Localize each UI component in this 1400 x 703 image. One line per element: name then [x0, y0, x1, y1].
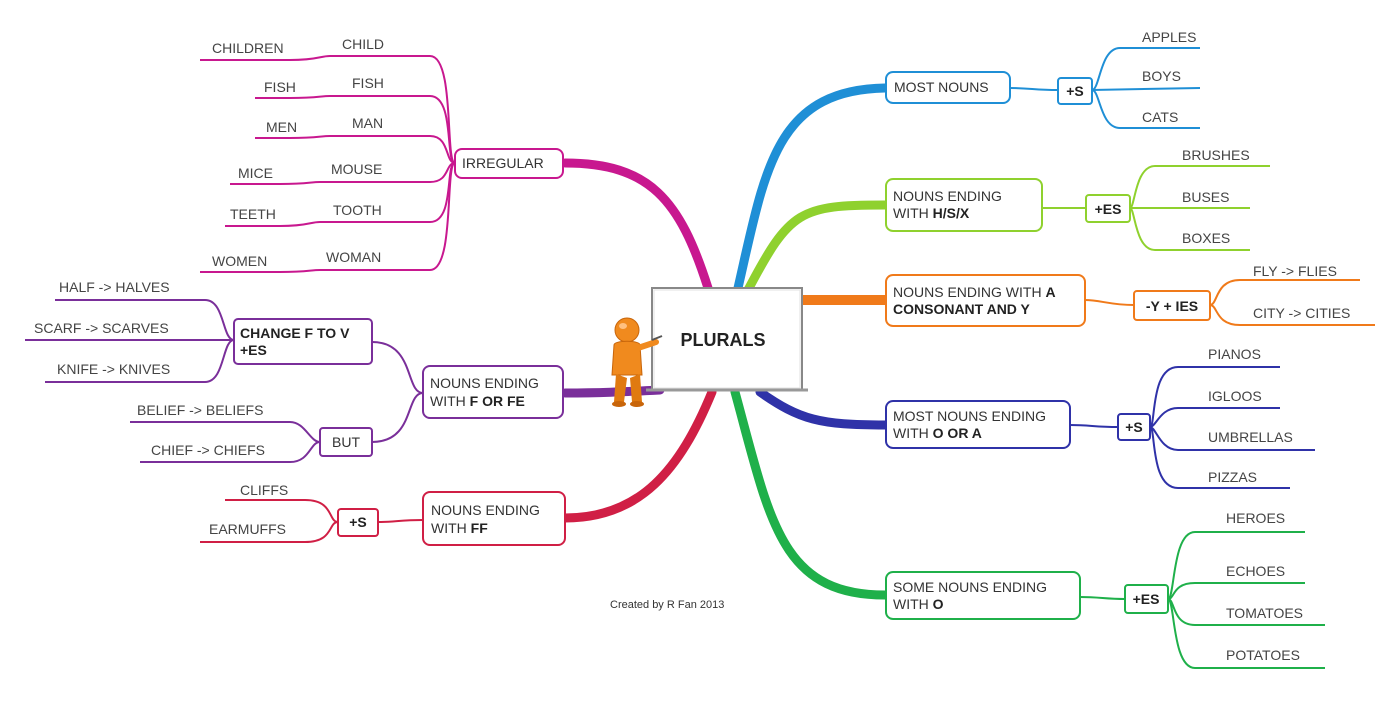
- node-most-nouns-label: MOST NOUNS: [894, 79, 989, 95]
- irregular-singular-child: CHILD: [342, 36, 384, 52]
- svg-text:-Y + IES: -Y + IES: [1146, 298, 1198, 314]
- irregular-plural-men: MEN: [266, 119, 297, 135]
- example-earmuffs: EARMUFFS: [209, 521, 286, 537]
- irregular-singular-fish: FISH: [352, 75, 384, 91]
- svg-text:+S: +S: [1066, 83, 1084, 99]
- node-some-o: SOME NOUNS ENDING WITH O: [885, 571, 1081, 620]
- irregular-plural-children: CHILDREN: [212, 40, 284, 56]
- branch-ff: [560, 387, 717, 523]
- rule-hsx: +ES: [1085, 194, 1131, 223]
- branch-hsx: [743, 200, 890, 295]
- rule-most-nouns: +S: [1057, 77, 1093, 105]
- node-ff: NOUNS ENDING WITH FF: [422, 491, 566, 546]
- svg-text:NOUNS ENDING WITH A: NOUNS ENDING WITH A: [893, 284, 1056, 300]
- irregular-plural-mice: MICE: [238, 165, 273, 181]
- example-umbrellas: UMBRELLAS: [1208, 429, 1293, 445]
- svg-text:BUT: BUT: [332, 434, 360, 450]
- svg-text:NOUNS ENDING: NOUNS ENDING: [893, 188, 1002, 204]
- central-title: PLURALS: [681, 330, 766, 350]
- irregular-singular-tooth: TOOTH: [333, 202, 382, 218]
- rule-consonant-y: -Y + IES: [1133, 290, 1211, 321]
- presenter-figure-icon: [611, 317, 663, 407]
- node-consonant-y: NOUNS ENDING WITH A CONSONANT AND Y: [885, 274, 1086, 327]
- rule-o-or-a: +S: [1117, 413, 1151, 441]
- irregular-singular-mouse: MOUSE: [331, 161, 382, 177]
- branch-most-nouns: [733, 83, 890, 293]
- exception-belief: BELIEF -> BELIEFS: [137, 402, 263, 418]
- example-boxes: BOXES: [1182, 230, 1230, 246]
- svg-text:SOME NOUNS ENDING: SOME NOUNS ENDING: [893, 579, 1047, 595]
- example-half: HALF -> HALVES: [59, 279, 170, 295]
- example-city: CITY -> CITIES: [1253, 305, 1350, 321]
- svg-text:CONSONANT AND Y: CONSONANT AND Y: [893, 301, 1031, 317]
- exception-but: BUT: [319, 427, 373, 457]
- svg-text:+ES: +ES: [1133, 591, 1160, 607]
- irregular-plural-teeth: TEETH: [230, 206, 276, 222]
- svg-text:WITH F OR FE: WITH F OR FE: [430, 393, 525, 409]
- main-branches: [560, 83, 890, 600]
- rule-some-o: +ES: [1124, 584, 1169, 614]
- svg-text:+S: +S: [1125, 419, 1143, 435]
- example-cats: CATS: [1142, 109, 1178, 125]
- example-echoes: ECHOES: [1226, 563, 1285, 579]
- example-cliffs: CLIFFS: [240, 482, 288, 498]
- branch-f-or-fe: [560, 385, 665, 398]
- svg-text:NOUNS ENDING: NOUNS ENDING: [431, 502, 540, 518]
- irregular-plural-fish: FISH: [264, 79, 296, 95]
- irregular-singular-woman: WOMAN: [326, 249, 381, 265]
- svg-text:IRREGULAR: IRREGULAR: [462, 155, 544, 171]
- svg-text:+ES: +ES: [1095, 201, 1122, 217]
- node-irregular: IRREGULAR: [454, 148, 564, 179]
- example-fly: FLY -> FLIES: [1253, 263, 1337, 279]
- example-knife: KNIFE -> KNIVES: [57, 361, 170, 377]
- credit-text: Created by R Fan 2013: [610, 599, 724, 611]
- example-heroes: HEROES: [1226, 510, 1285, 526]
- svg-text:WITH O: WITH O: [893, 596, 944, 612]
- example-boys: BOYS: [1142, 68, 1181, 84]
- svg-text:WITH FF: WITH FF: [431, 520, 488, 536]
- branch-some-o: [730, 387, 890, 600]
- node-o-or-a: MOST NOUNS ENDING WITH O OR A: [885, 400, 1071, 449]
- example-apples: APPLES: [1142, 29, 1196, 45]
- irregular-plural-women: WOMEN: [212, 253, 267, 269]
- example-scarf: SCARF -> SCARVES: [34, 320, 169, 336]
- example-igloos: IGLOOS: [1208, 388, 1262, 404]
- node-most-nouns: MOST NOUNS: [885, 71, 1011, 104]
- connectors: [25, 47, 1375, 669]
- node-hsx: NOUNS ENDING WITH H/S/X: [885, 178, 1043, 232]
- example-tomatoes: TOMATOES: [1226, 605, 1303, 621]
- example-brushes: BRUSHES: [1182, 147, 1250, 163]
- rule-ff: +S: [337, 508, 379, 537]
- svg-text:+S: +S: [349, 514, 367, 530]
- example-potatoes: POTATOES: [1226, 647, 1300, 663]
- svg-text:CHANGE F TO V: CHANGE F TO V: [240, 325, 350, 341]
- example-pizzas: PIZZAS: [1208, 469, 1257, 485]
- node-f-or-fe: NOUNS ENDING WITH F OR FE: [422, 365, 564, 419]
- example-pianos: PIANOS: [1208, 346, 1261, 362]
- example-buses: BUSES: [1182, 189, 1229, 205]
- branch-o-or-a: [755, 387, 890, 430]
- branch-irregular: [560, 158, 713, 293]
- central-node: PLURALS: [646, 287, 808, 392]
- svg-text:MOST NOUNS ENDING: MOST NOUNS ENDING: [893, 408, 1046, 424]
- irregular-singular-man: MAN: [352, 115, 383, 131]
- svg-text:WITH O OR A: WITH O OR A: [893, 425, 982, 441]
- svg-text:NOUNS ENDING: NOUNS ENDING: [430, 375, 539, 391]
- svg-text:WITH H/S/X: WITH H/S/X: [893, 205, 970, 221]
- svg-text:+ES: +ES: [240, 342, 267, 358]
- rule-f-or-fe: CHANGE F TO V +ES: [233, 318, 373, 365]
- exception-chief: CHIEF -> CHIEFS: [151, 442, 265, 458]
